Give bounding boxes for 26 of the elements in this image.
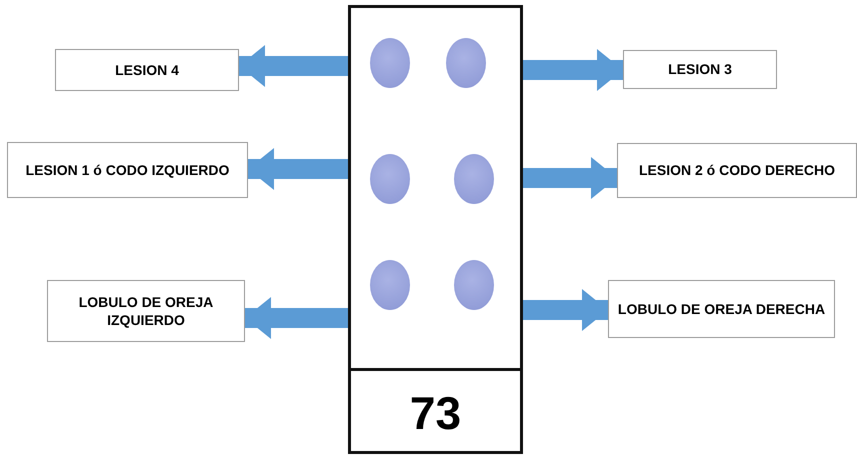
label-box [47, 280, 245, 342]
number-text: 73 [410, 386, 462, 440]
label-text: LOBULO DE OREJA IZQUIERDO [78, 292, 214, 330]
slide-frame [348, 5, 523, 454]
block-arrow [523, 157, 617, 199]
label-text: LESION 3 [668, 60, 732, 79]
sample-dot [454, 154, 494, 204]
sample-dot [370, 38, 410, 88]
sample-dot [446, 38, 486, 88]
block-arrow [239, 45, 348, 87]
block-arrow [245, 297, 348, 339]
block-arrow [523, 49, 623, 91]
label-text: LESION 2 ó CODO DERECHO [638, 161, 836, 180]
label-box [608, 280, 835, 338]
label-box [55, 49, 239, 91]
label-text: LOBULO DE OREJA DERECHA [618, 300, 826, 318]
label-box [7, 142, 248, 198]
sample-dot [370, 154, 410, 204]
sample-dot [370, 260, 410, 310]
label-text: LESION 4 [115, 60, 179, 80]
block-arrow [523, 289, 608, 331]
label-text: LESION 1 ó CODO IZQUIERDO [26, 160, 230, 180]
label-box [617, 143, 857, 198]
block-arrow [248, 148, 348, 190]
label-box [623, 50, 777, 89]
sample-dot [454, 260, 494, 310]
